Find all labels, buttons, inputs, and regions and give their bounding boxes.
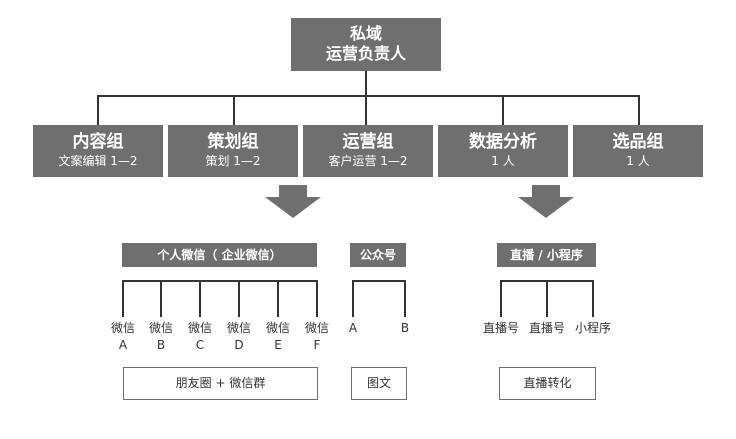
dept-box-operations: 运营组 客户运营 1—2 xyxy=(303,125,433,177)
wechat-account-d: 微信 D xyxy=(221,320,257,354)
dept-name: 运营组 xyxy=(342,132,394,152)
dept-detail: 1 人 xyxy=(626,154,650,168)
dept-box-planning: 策划组 策划 1—2 xyxy=(168,125,298,177)
wechat-tick xyxy=(277,280,279,317)
dept-drop-1 xyxy=(97,95,99,125)
dept-drop-3 xyxy=(365,95,367,125)
leaf-letter: B xyxy=(156,338,166,352)
live-tick xyxy=(500,280,502,317)
wechat-tick xyxy=(122,280,124,317)
dept-drop-2 xyxy=(233,95,235,125)
leaf-label: 微信 xyxy=(304,321,329,335)
wechat-tick xyxy=(160,280,162,317)
leaf-letter: E xyxy=(274,338,282,352)
live-tick xyxy=(546,280,548,317)
leaf-label: 微信 xyxy=(187,321,212,335)
root-title-line1: 私域 xyxy=(349,24,382,43)
leaf-letter: C xyxy=(195,338,205,352)
wechat-account-a: 微信 A xyxy=(105,320,141,354)
wechat-tick xyxy=(238,280,240,317)
wechat-tick xyxy=(199,280,201,317)
channel-label-live: 直播 / 小程序 xyxy=(497,243,596,267)
dept-detail: 1 人 xyxy=(491,154,515,168)
wechat-account-e: 微信 E xyxy=(260,320,296,354)
mini-program: 小程序 xyxy=(574,321,611,335)
wechat-result: 朋友圈 + 微信群 xyxy=(123,367,318,400)
dept-name: 数据分析 xyxy=(469,132,537,152)
official-result: 图文 xyxy=(351,367,407,400)
wechat-account-c: 微信 C xyxy=(182,320,218,354)
wechat-tick xyxy=(316,280,318,317)
dept-name: 选品组 xyxy=(612,132,664,152)
root-stem xyxy=(365,71,367,96)
official-bracket-top xyxy=(352,280,406,282)
root-node: 私域 运营负责人 xyxy=(291,18,441,71)
down-arrow-icon xyxy=(518,185,574,218)
wechat-account-b: 微信 B xyxy=(143,320,179,354)
channel-label-official: 公众号 xyxy=(350,243,406,267)
official-account-a: A xyxy=(348,321,358,335)
channel-label-wechat: 个人微信（ 企业微信） xyxy=(122,243,317,267)
wechat-bracket-top xyxy=(122,280,318,282)
live-tick xyxy=(592,280,594,317)
dept-box-data: 数据分析 1 人 xyxy=(438,125,568,177)
dept-box-content: 内容组 文案编辑 1—2 xyxy=(33,125,163,177)
leaf-label: 微信 xyxy=(148,321,173,335)
dept-bus xyxy=(97,95,640,97)
wechat-account-f: 微信 F xyxy=(299,320,335,354)
official-account-b: B xyxy=(400,321,410,335)
dept-detail: 策划 1—2 xyxy=(205,154,261,168)
dept-detail: 客户运营 1—2 xyxy=(328,154,408,168)
live-account-1: 直播号 xyxy=(482,321,519,335)
leaf-letter: F xyxy=(313,338,321,352)
official-tick xyxy=(352,280,354,317)
leaf-label: 微信 xyxy=(265,321,290,335)
dept-box-selection: 选品组 1 人 xyxy=(573,125,703,177)
leaf-label: 微信 xyxy=(110,321,135,335)
leaf-letter: D xyxy=(234,338,244,352)
leaf-label: 微信 xyxy=(226,321,251,335)
dept-name: 策划组 xyxy=(207,132,259,152)
live-account-2: 直播号 xyxy=(528,321,565,335)
official-tick xyxy=(404,280,406,317)
dept-detail: 文案编辑 1—2 xyxy=(58,154,138,168)
dept-drop-5 xyxy=(638,95,640,125)
leaf-letter: A xyxy=(118,338,128,352)
down-arrow-icon xyxy=(265,185,321,218)
live-result: 直播转化 xyxy=(499,367,596,400)
root-title-line2: 运营负责人 xyxy=(325,44,406,63)
dept-drop-4 xyxy=(502,95,504,125)
dept-name: 内容组 xyxy=(72,132,124,152)
